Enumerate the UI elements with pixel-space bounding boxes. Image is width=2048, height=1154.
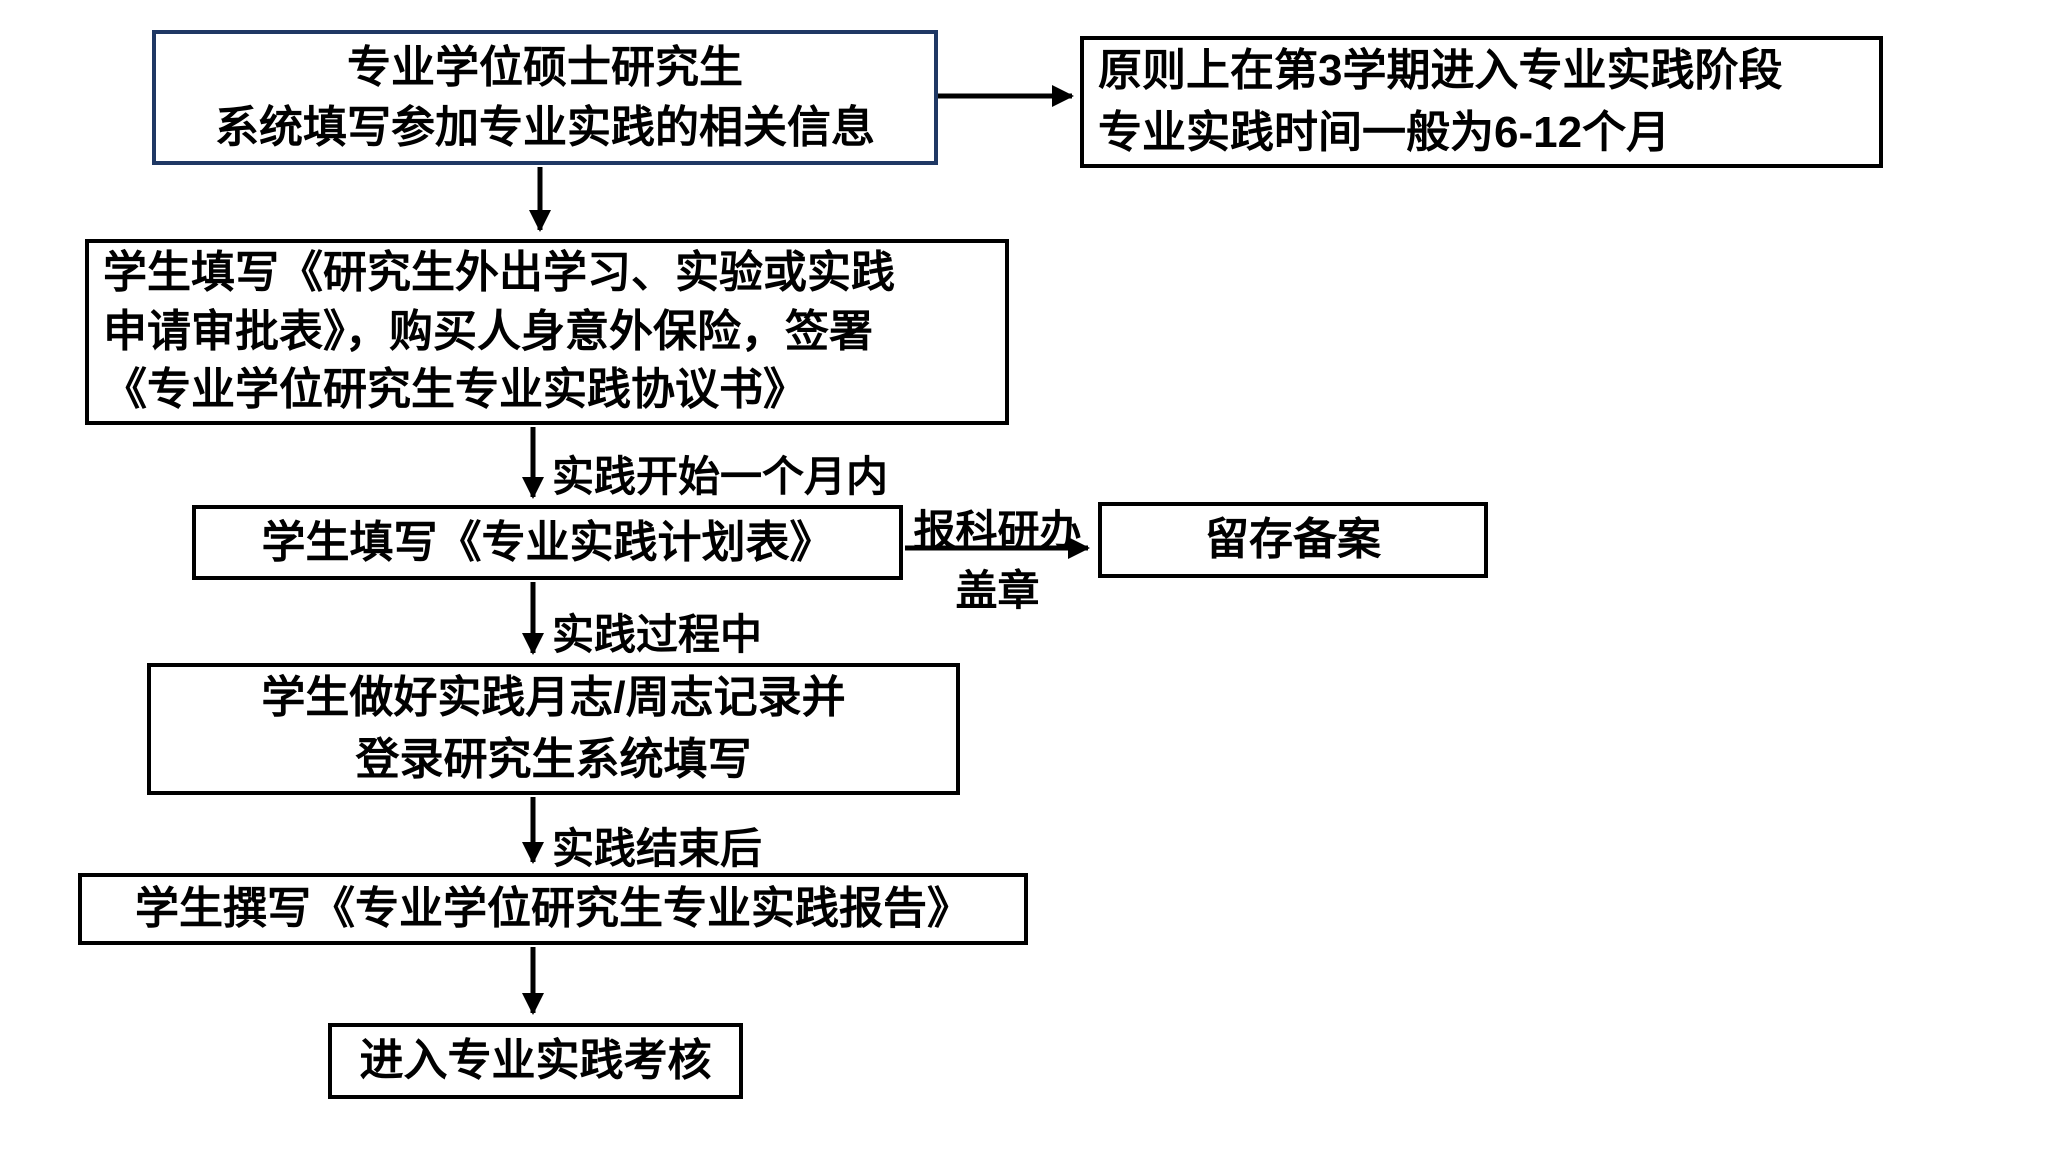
node-start: 专业学位硕士研究生 系统填写参加专业实践的相关信息	[152, 30, 938, 165]
node-apply-line-3: 《专业学位研究生专业实践协议书》	[103, 365, 807, 415]
node-assess: 进入专业实践考核	[328, 1023, 743, 1099]
node-start-line-1: 专业学位硕士研究生	[347, 42, 743, 92]
node-apply: 学生填写《研究生外出学习、实验或实践 申请审批表》，购买人身意外保险，签署 《专…	[85, 239, 1009, 425]
node-plan: 学生填写《专业实践计划表》	[192, 505, 903, 580]
edge-label-start-month: 实践开始一个月内	[552, 453, 889, 500]
node-plan-line-1: 学生填写《专业实践计划表》	[261, 517, 834, 567]
node-note-line-2: 专业实践时间一般为6-12个月	[1098, 108, 1671, 157]
node-archive-line-1: 留存备案	[1205, 515, 1381, 565]
node-journal-line-2: 登录研究生系统填写	[355, 735, 752, 784]
node-start-line-2: 系统填写参加专业实践的相关信息	[215, 102, 875, 152]
node-apply-line-2: 申请审批表》，购买人身意外保险，签署	[103, 306, 873, 356]
node-journal: 学生做好实践月志/周志记录并 登录研究生系统填写	[147, 663, 960, 795]
edge-label-after: 实践结束后	[552, 825, 763, 872]
edge-label-submit-bottom: 盖章	[955, 567, 1040, 614]
node-report: 学生撰写《专业学位研究生专业实践报告》	[78, 873, 1028, 945]
node-apply-line-1: 学生填写《研究生外出学习、实验或实践	[103, 247, 895, 297]
node-assess-line-1: 进入专业实践考核	[359, 1036, 712, 1086]
node-note: 原则上在第3学期进入专业实践阶段 专业实践时间一般为6-12个月	[1080, 36, 1883, 168]
edge-label-submit-top: 报科研办	[913, 507, 1082, 554]
node-archive: 留存备案	[1098, 502, 1488, 578]
node-journal-line-1: 学生做好实践月志/周志记录并	[261, 672, 846, 722]
node-note-line-1: 原则上在第3学期进入专业实践阶段	[1098, 45, 1783, 95]
edge-label-during: 实践过程中	[552, 611, 763, 658]
node-report-line-1: 学生撰写《专业学位研究生专业实践报告》	[135, 884, 971, 934]
